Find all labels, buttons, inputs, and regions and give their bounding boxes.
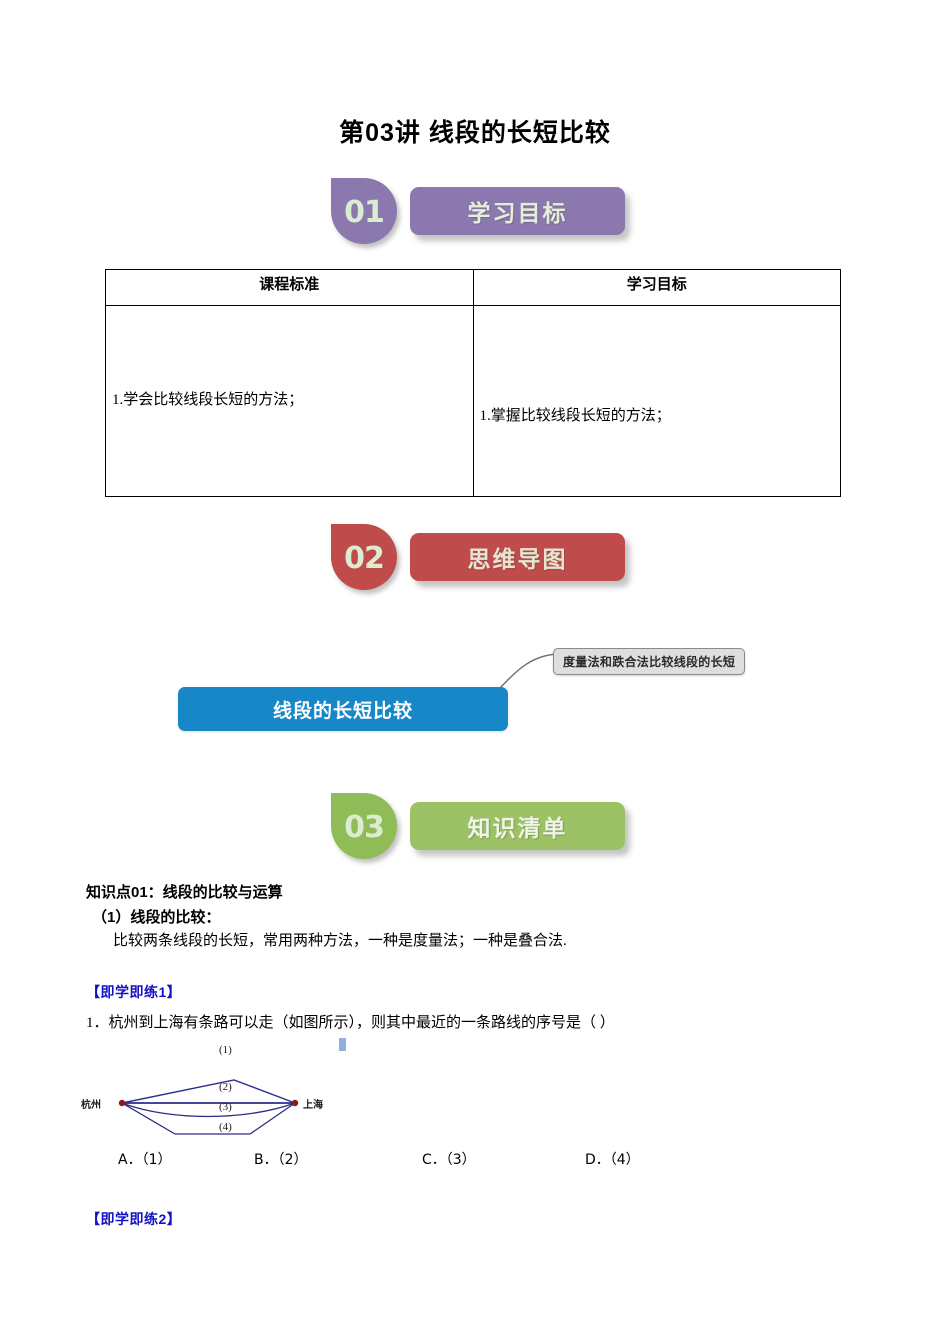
section-title-03: 知识清单 [467, 815, 568, 841]
page-title: 第03讲 线段的长短比较 [339, 119, 611, 147]
section-number-badge-01: 01 [331, 178, 397, 244]
mindmap-root-label: 线段的长短比较 [272, 700, 413, 722]
option-c[interactable]: C．（3） [422, 1152, 476, 1168]
section-number-badge-02: 02 [331, 524, 397, 590]
option-a[interactable]: A．（1） [118, 1152, 172, 1168]
practice-label-2: 【即学即练2】 [86, 1211, 182, 1227]
section-title-bar-01: 学习目标 [410, 187, 625, 235]
practice-question-1: 1．杭州到上海有条路可以走（如图所示），则其中最近的一条路线的序号是（ ） [86, 1015, 615, 1031]
node-shanghai-dot [291, 1099, 299, 1107]
knowledge-point-heading: 知识点01：线段的比较与运算 [86, 884, 283, 901]
figure-route-label-3: (3) [219, 1101, 232, 1113]
option-d[interactable]: D．（4） [585, 1152, 640, 1168]
mindmap-branch-node-1: 度量法和跌合法比较线段的长短 [553, 648, 746, 675]
practice-label-1: 【即学即练1】 [86, 984, 182, 1000]
figure-route-label-4: (4) [219, 1121, 232, 1133]
mindmap-root-node: 线段的长短比较 [178, 687, 508, 731]
option-b[interactable]: B．（2） [254, 1152, 308, 1168]
cell-standard: 1.学会比较线段长短的方法； [105, 305, 474, 497]
section-number-01: 01 [344, 194, 385, 230]
knowledge-point-subheading: （1）线段的比较： [92, 909, 221, 926]
cell-objective: 1.掌握比较线段长短的方法； [472, 305, 841, 497]
column-header-standard: 课程标准 [105, 269, 474, 306]
figure-route-label-1: (1) [219, 1044, 232, 1056]
route-diagram-svg [118, 1079, 299, 1135]
route-figure: 杭州 上海 (1) (2) (3) (4) [80, 1035, 370, 1147]
cell-objective-text: 1.掌握比较线段长短的方法； [479, 408, 671, 424]
section-title-01: 学习目标 [467, 200, 568, 226]
objectives-table: 课程标准 学习目标 1.学会比较线段长短的方法； 1.掌握比较线段长短的方法； [105, 269, 841, 497]
table-row: 1.学会比较线段长短的方法； 1.掌握比较线段长短的方法； [105, 305, 841, 497]
column-header-objective: 学习目标 [472, 269, 841, 306]
mindmap-branch-label-1: 度量法和跌合法比较线段的长短 [563, 655, 736, 669]
node-hangzhou-dot [118, 1099, 126, 1107]
section-title-bar-03: 知识清单 [410, 802, 625, 850]
selection-highlight-artifact [339, 1038, 346, 1051]
table-header-row: 课程标准 学习目标 [105, 269, 841, 306]
mindmap-diagram: 线段的长短比较 度量法和跌合法比较线段的长短 [0, 630, 950, 755]
section-number-02: 02 [344, 540, 385, 576]
section-number-03: 03 [344, 809, 385, 845]
figure-route-label-2: (2) [219, 1081, 232, 1093]
knowledge-point-body: 比较两条线段的长短，常用两种方法，一种是度量法；一种是叠合法. [113, 933, 567, 949]
section-title-02: 思维导图 [467, 546, 568, 572]
section-number-badge-03: 03 [331, 793, 397, 859]
cell-standard-text: 1.学会比较线段长短的方法； [112, 392, 304, 408]
figure-label-shanghai: 上海 [303, 1100, 323, 1111]
section-title-bar-02: 思维导图 [410, 533, 625, 581]
figure-label-hangzhou: 杭州 [81, 1100, 101, 1111]
